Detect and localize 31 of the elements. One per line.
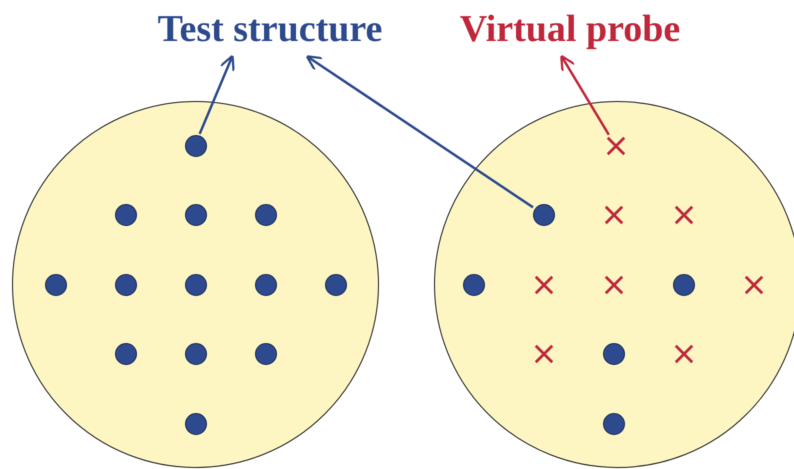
cross-marker	[533, 343, 555, 365]
leader-arrow	[560, 54, 610, 136]
cross-marker	[533, 274, 555, 296]
dot-marker	[115, 204, 137, 226]
dot-marker	[463, 274, 485, 296]
cross-marker	[603, 204, 625, 226]
leader-arrow	[306, 55, 534, 208]
dot-marker	[185, 204, 207, 226]
dot-marker	[255, 343, 277, 365]
dot-marker	[115, 274, 137, 296]
leader-arrow	[198, 54, 235, 134]
dot-marker	[673, 274, 695, 296]
dot-marker	[603, 413, 625, 435]
cross-marker	[673, 343, 695, 365]
dot-marker	[533, 204, 555, 226]
cross-marker	[673, 204, 695, 226]
cross-marker	[743, 274, 765, 296]
dot-marker	[325, 274, 347, 296]
callout-text: Virtual probe	[430, 4, 710, 54]
dot-marker	[603, 343, 625, 365]
callout-text: Test structure	[130, 4, 410, 54]
dot-marker	[185, 274, 207, 296]
cross-marker	[605, 135, 627, 157]
dot-marker	[45, 274, 67, 296]
dot-marker	[185, 343, 207, 365]
cross-marker	[603, 274, 625, 296]
dot-marker	[185, 135, 207, 157]
dot-marker	[185, 413, 207, 435]
dot-marker	[255, 274, 277, 296]
dot-marker	[255, 204, 277, 226]
dot-marker	[115, 343, 137, 365]
